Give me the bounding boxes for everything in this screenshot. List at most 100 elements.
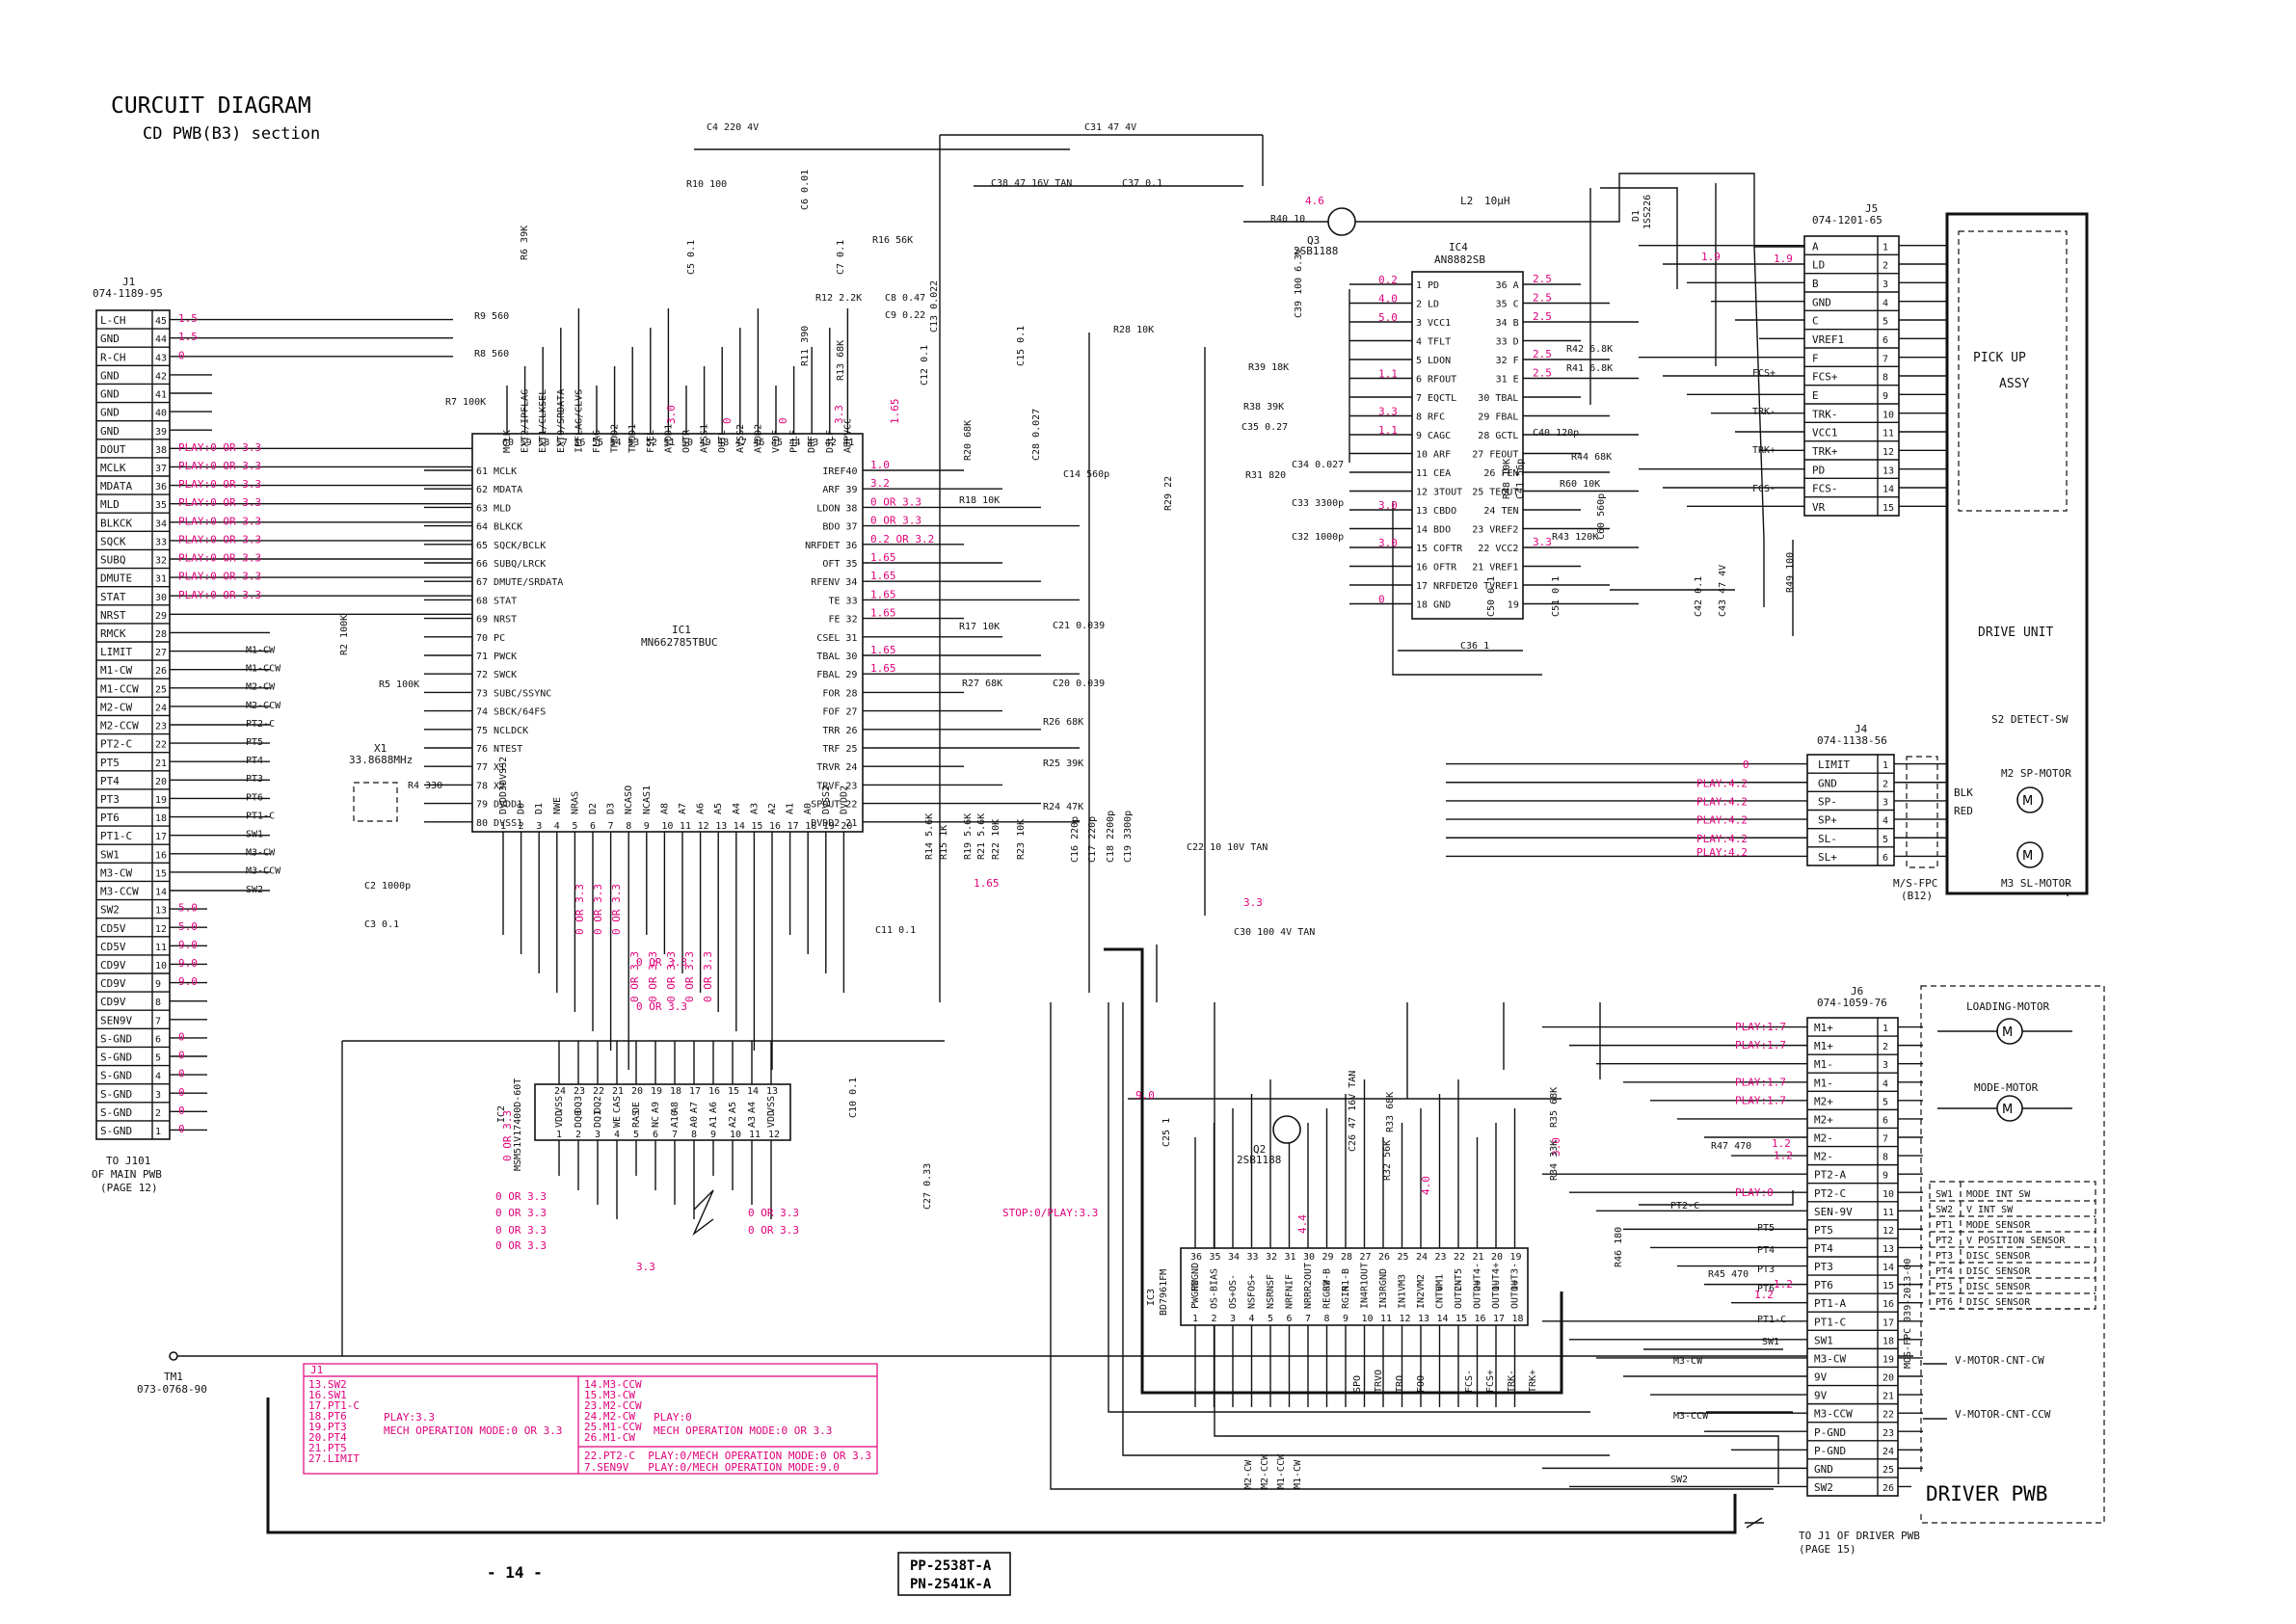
j4-part: 074-1138-56 xyxy=(1817,734,1887,747)
ic2-bottom-pin: 3 xyxy=(595,1130,601,1140)
j1-pin-number: 21 xyxy=(155,759,167,769)
j1-pin-name: S-GND xyxy=(100,1052,132,1064)
ic4-left-pin: 10 ARF xyxy=(1416,450,1451,461)
ic1-bottom-pin: 4 xyxy=(554,821,560,832)
ic1-top-pin: 42 xyxy=(825,438,837,448)
component-label: R15 1K xyxy=(939,825,949,860)
ic2-voltage: 0 OR 3.3 xyxy=(748,1224,799,1237)
j6-pin-name: 9V xyxy=(1814,1390,1828,1402)
ic1-top-pin: 50 xyxy=(681,438,693,448)
component-label: R60 10K xyxy=(1560,479,1600,490)
j1-pin-number: 43 xyxy=(155,353,167,363)
j5-pin-name: VR xyxy=(1812,501,1826,514)
component-label: C51 0.1 xyxy=(1551,576,1562,617)
legend-right-pin: 15.M3-CW xyxy=(584,1389,635,1401)
ic3-top-name: NSF xyxy=(1266,1274,1276,1291)
j1-pin-name: BLKCK xyxy=(100,517,132,529)
misc-voltage: 9.0 xyxy=(1135,1089,1155,1102)
j6-pin-number: 14 xyxy=(1882,1263,1894,1273)
driver-pwb-box xyxy=(1920,985,2105,1524)
ic1-top-pin: 54 xyxy=(610,438,622,448)
model-number-1: PP-2538T-A xyxy=(910,1558,992,1574)
ic3-net-label: TRO xyxy=(1395,1375,1405,1393)
ic1-bottom-name: DVDD3DVSS2 xyxy=(498,757,509,814)
component-label: C16 220p xyxy=(1070,816,1081,863)
ic2-top-name: A7 xyxy=(689,1102,700,1113)
component-label: C26 47 16V TAN xyxy=(1348,1071,1358,1152)
j5-connector xyxy=(1803,235,1900,517)
ic1-bottom-pin: 17 xyxy=(788,821,799,832)
component-label: R47 470 xyxy=(1711,1141,1751,1152)
j6-pin-name: SEN-9V xyxy=(1814,1206,1853,1218)
ic2-bottom-name: WE xyxy=(612,1116,623,1128)
j5-pin-number: 14 xyxy=(1882,485,1894,495)
wire xyxy=(1104,947,1563,1395)
j1-pin-name: GND xyxy=(100,333,120,345)
j4-pin-voltage: PLAY:4.2 xyxy=(1696,833,1748,845)
component-label: R25 39K xyxy=(1043,759,1083,769)
ic2-body xyxy=(534,1083,791,1141)
j6-pin-name: M1- xyxy=(1814,1077,1833,1089)
j5-pin-name: E xyxy=(1812,389,1819,402)
j6-pin-name: PT1-C xyxy=(1814,1316,1846,1328)
ic2-top-pin: 23 xyxy=(574,1086,585,1097)
ic1-top-pin: 49 xyxy=(700,438,711,448)
component-label: C27 0.33 xyxy=(922,1163,933,1210)
j6-pin-number: 20 xyxy=(1882,1373,1894,1384)
ic2-top-pin: 13 xyxy=(766,1086,778,1097)
ic1-bottom-name: A6 xyxy=(696,803,707,814)
j5-pin-name: VREF1 xyxy=(1812,333,1844,346)
ic3-net-label: SPO xyxy=(1352,1375,1363,1393)
legend-box xyxy=(303,1363,878,1475)
ic2-part: MSM51V17400D-60T xyxy=(513,1078,523,1171)
ic3-bottom-name: IN1 xyxy=(1398,1291,1408,1309)
ic1-bottom-pin: 7 xyxy=(608,821,614,832)
sensor-name: DISC SENSOR xyxy=(1966,1297,2031,1308)
component-label: R10 100 xyxy=(686,179,727,190)
ic3-voltage: 4.0 xyxy=(1420,1176,1432,1195)
component-label: R16 56K xyxy=(872,235,913,246)
ic1-bottom-pin: 2 xyxy=(519,821,524,832)
misc-voltage: 1.65 xyxy=(974,877,1000,890)
ic2-bottom-pin: 4 xyxy=(614,1130,620,1140)
j1-pin-name: R-CH xyxy=(100,351,126,363)
component-label: R34 33K xyxy=(1549,1140,1560,1181)
ic3-bottom-name: IN2 xyxy=(1416,1291,1427,1309)
ic1-right-pin: OFT 35 xyxy=(822,559,857,570)
j6-pin-name: GND xyxy=(1814,1463,1833,1476)
ic1-bottom-name: A7 xyxy=(678,803,688,814)
wire xyxy=(1746,1517,1763,1529)
ic1-top-name: EXT0/SRDATA xyxy=(556,389,567,453)
component-label: C9 0.22 xyxy=(885,310,925,321)
ic4-left-pin: 17 NRFDET xyxy=(1416,581,1468,592)
ic1-right-pin: TRF 25 xyxy=(822,744,857,755)
ic3-top-pin: 19 xyxy=(1510,1252,1522,1263)
ic1-left-pin: 69 NRST xyxy=(476,615,517,626)
sensor-ref: SW1 xyxy=(1936,1189,1953,1200)
ic2-bottom-name: A1 xyxy=(708,1116,719,1128)
l2-ref: L2 xyxy=(1460,195,1473,207)
j6-ref: J6 xyxy=(1851,985,1863,998)
j1-pin-number: 2 xyxy=(155,1108,161,1119)
ic1-top-pin: 55 xyxy=(592,438,603,448)
ic3-top-name: RGND xyxy=(1378,1268,1389,1291)
j1-pin-number: 37 xyxy=(155,464,167,474)
ic1-top-pin: 57 xyxy=(556,438,568,448)
j5-pin-name: FCS- xyxy=(1812,483,1838,495)
j1-net-label: M3-CCW xyxy=(246,866,281,877)
component-label: C3 0.1 xyxy=(364,919,399,930)
j1-pin-number: 19 xyxy=(155,795,167,806)
tm1-terminal xyxy=(169,1351,178,1361)
ic2-top-name: CAS xyxy=(612,1096,623,1113)
net-labels: M1-CWM1-CCWM2-CWM2-CCWPT2-CPT5PT4PT3PT6P… xyxy=(246,645,281,894)
j1-pin-number: 10 xyxy=(155,961,167,972)
ic1-top-name: IPFLAG/CLVS xyxy=(574,389,584,453)
mos-fpc-label: MOS-FPC 039-2013-00 xyxy=(1903,1259,1913,1369)
model-box xyxy=(897,1552,1011,1596)
component-label: R23 10K xyxy=(1016,819,1027,860)
ic4-part: AN8882SB xyxy=(1434,253,1485,266)
ic1-part: MN662785TBUC xyxy=(641,636,717,649)
j5-pin-name: C xyxy=(1812,315,1819,328)
component-label: R12 2.2K xyxy=(815,293,862,304)
